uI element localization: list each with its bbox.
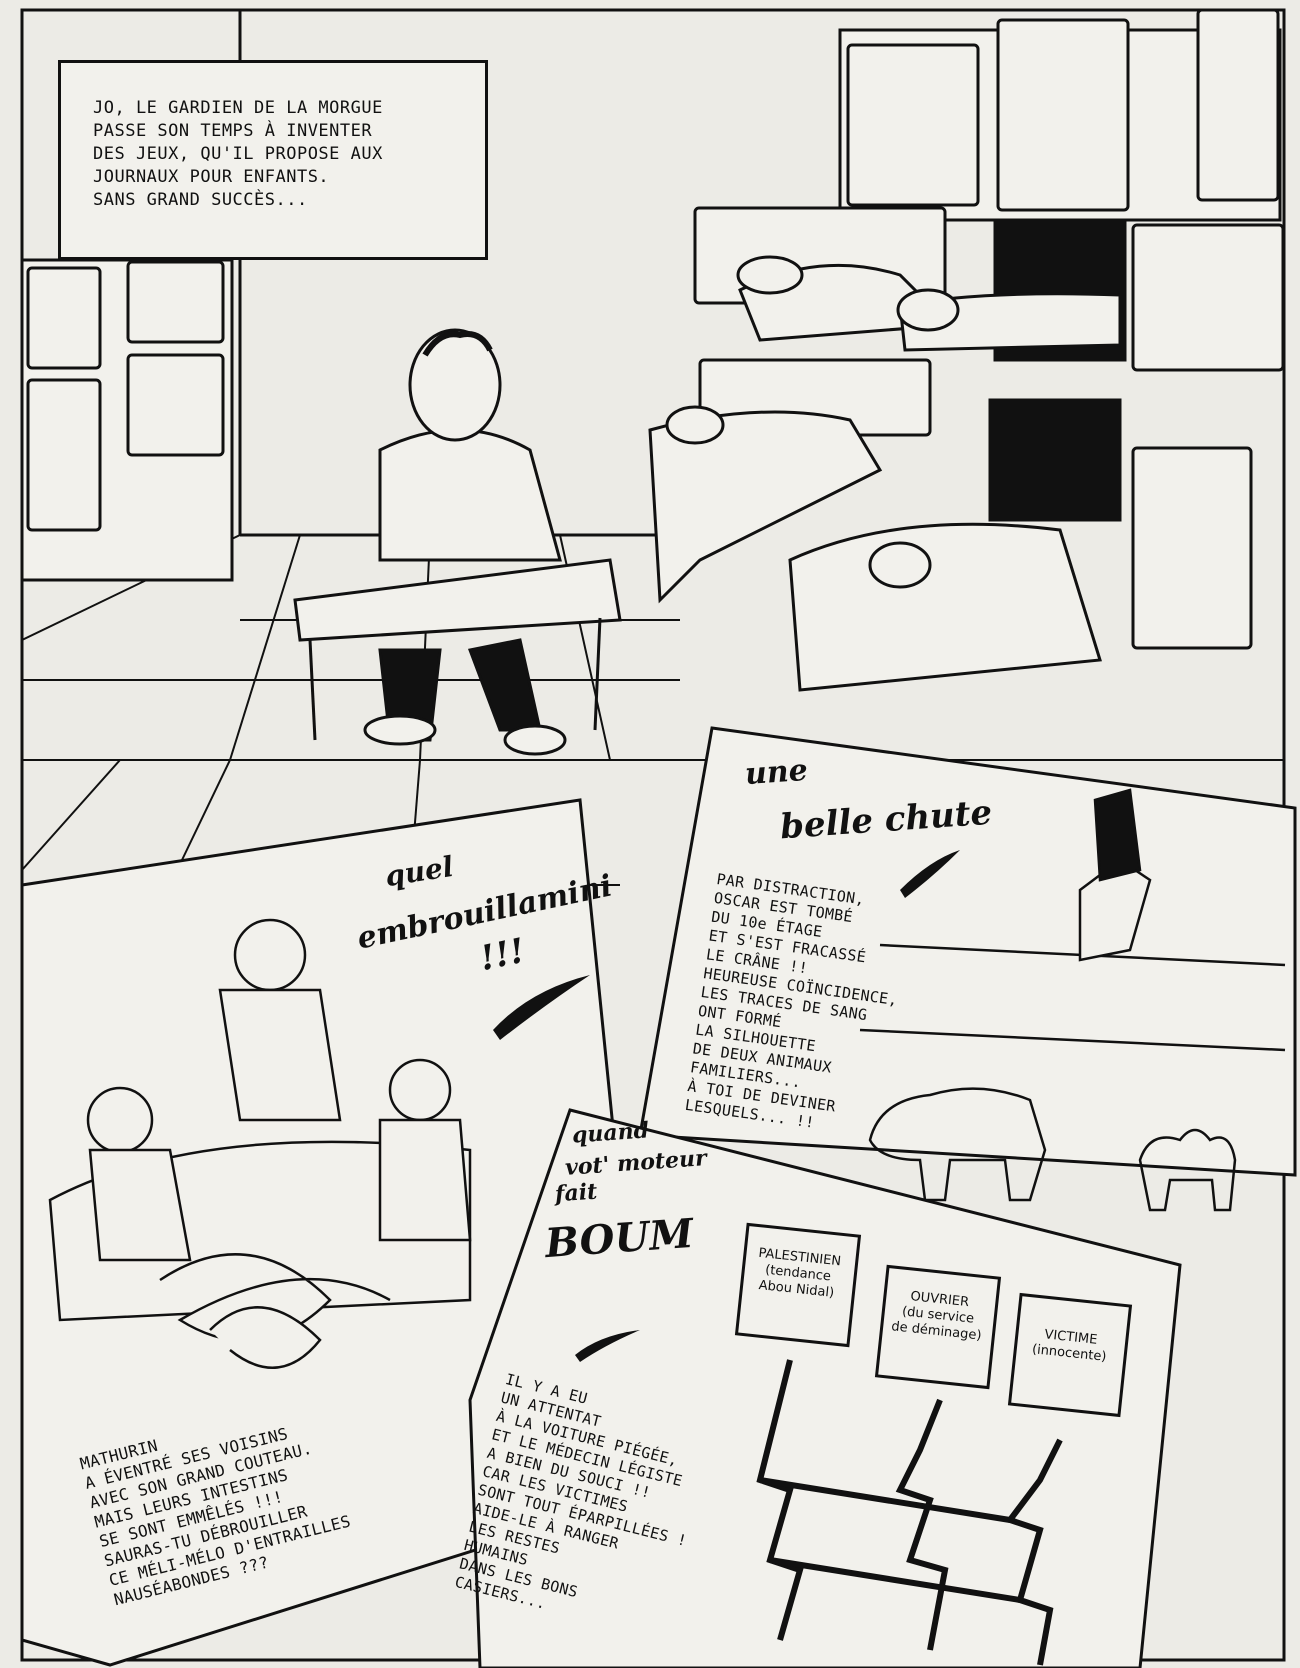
caption-box: JO, LE GARDIEN DE LA MORGUE PASSE SON TE… — [58, 60, 488, 260]
bottom-card-title-1: quand — [571, 1117, 650, 1149]
right-card-body: PAR DISTRACTION, OSCAR EST TOMBÉ DU 10e … — [683, 870, 899, 1132]
bottom-card-title-3: fait — [554, 1178, 599, 1208]
caption-text: JO, LE GARDIEN DE LA MORGUE PASSE SON TE… — [93, 98, 383, 210]
right-card-title-1: une — [743, 752, 809, 793]
